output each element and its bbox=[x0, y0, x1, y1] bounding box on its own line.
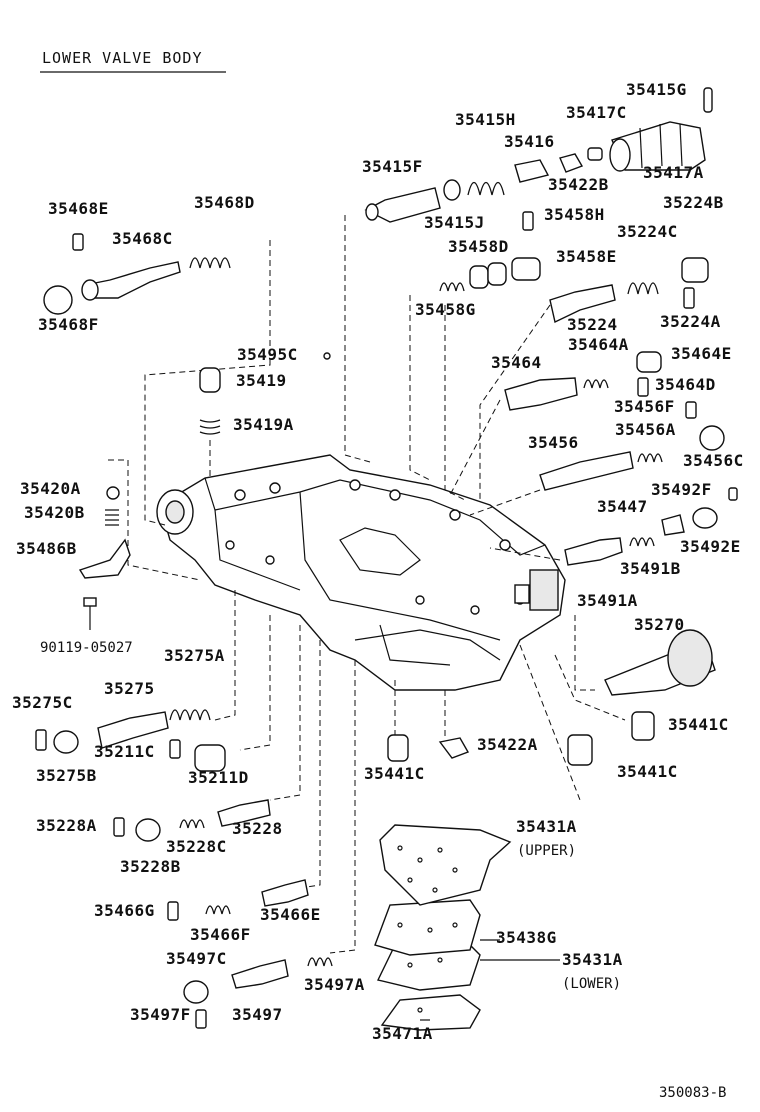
part-label: 35464D bbox=[655, 375, 716, 394]
part-label: 35431A bbox=[516, 817, 577, 836]
part-label: 35458E bbox=[556, 247, 617, 266]
part-label: 35211D bbox=[188, 768, 249, 787]
part-label: 35468D bbox=[194, 193, 255, 212]
part-label: 35491A bbox=[577, 591, 638, 610]
part-label: 35431A bbox=[562, 950, 623, 969]
valve-parts bbox=[35, 87, 738, 1029]
part-label: 35466G bbox=[94, 901, 155, 920]
part-label: 35497 bbox=[232, 1005, 283, 1024]
part-label: 90119-05027 bbox=[40, 640, 133, 656]
part-label: 35466E bbox=[260, 905, 321, 924]
part-label: 35471A bbox=[372, 1024, 433, 1043]
part-label: 35441C bbox=[617, 762, 678, 781]
part-label: 35497C bbox=[166, 949, 227, 968]
part-label: 35415F bbox=[362, 157, 423, 176]
part-label: 35422A bbox=[477, 735, 538, 754]
part-label: 35466F bbox=[190, 925, 251, 944]
separator-plates bbox=[374, 824, 560, 1031]
part-label: 35464 bbox=[491, 353, 542, 372]
part-label: 35464A bbox=[568, 335, 629, 354]
part-label: 35441C bbox=[364, 764, 425, 783]
part-label: 35497F bbox=[130, 1005, 191, 1024]
part-label: 35224A bbox=[660, 312, 721, 331]
part-label: 35420B bbox=[24, 503, 85, 522]
part-label: 35415J bbox=[424, 213, 485, 232]
part-label: 35497A bbox=[304, 975, 365, 994]
part-label: 35417C bbox=[566, 103, 627, 122]
part-label: 35224C bbox=[617, 222, 678, 241]
part-label: 35441C bbox=[668, 715, 729, 734]
part-label: 35416 bbox=[504, 132, 555, 151]
part-label: 35211C bbox=[94, 742, 155, 761]
part-label: 35456C bbox=[683, 451, 744, 470]
part-label: 35492F bbox=[651, 480, 712, 499]
part-label: 35228C bbox=[166, 837, 227, 856]
part-label: 35456F bbox=[614, 397, 675, 416]
part-label: 35458G bbox=[415, 300, 476, 319]
part-label: 35275C bbox=[12, 693, 73, 712]
part-label: 35438G bbox=[496, 928, 557, 947]
part-label: 35228A bbox=[36, 816, 97, 835]
part-label: 35419 bbox=[236, 371, 287, 390]
part-label: 35224 bbox=[567, 315, 618, 334]
part-labels: 35415G 35417C 35415H 35416 35417A 35422B… bbox=[12, 80, 744, 1043]
part-label: 35228 bbox=[232, 819, 283, 838]
part-label: 35417A bbox=[643, 163, 704, 182]
part-label: 35422B bbox=[548, 175, 609, 194]
part-label: 35458H bbox=[544, 205, 605, 224]
part-label: 35456A bbox=[615, 420, 676, 439]
figure-code: 350083-B bbox=[659, 1085, 726, 1101]
part-label: 35491B bbox=[620, 559, 681, 578]
lower-note: (LOWER) bbox=[562, 976, 621, 992]
part-label: 35224B bbox=[663, 193, 724, 212]
part-label: 35270 bbox=[634, 615, 685, 634]
part-label: 35420A bbox=[20, 479, 81, 498]
part-label: 35468C bbox=[112, 229, 173, 248]
part-label: 35275B bbox=[36, 766, 97, 785]
part-label: 35275 bbox=[104, 679, 155, 698]
part-label: 35419A bbox=[233, 415, 294, 434]
dashed-leaders bbox=[108, 215, 626, 954]
diagram-title: LOWER VALVE BODY bbox=[42, 49, 203, 67]
part-label: 35464E bbox=[671, 344, 732, 363]
part-label: 35275A bbox=[164, 646, 225, 665]
part-label: 35492E bbox=[680, 537, 741, 556]
part-label: 35447 bbox=[597, 497, 648, 516]
part-label: 35486B bbox=[16, 539, 77, 558]
part-label: 35415G bbox=[626, 80, 687, 99]
part-label: 35228B bbox=[120, 857, 181, 876]
part-label: 35468E bbox=[48, 199, 109, 218]
part-label: 35468F bbox=[38, 315, 99, 334]
part-label: 35415H bbox=[455, 110, 516, 129]
upper-note: (UPPER) bbox=[517, 843, 576, 859]
part-label: 35495C bbox=[237, 345, 298, 364]
part-label: 35456 bbox=[528, 433, 579, 452]
valve-body-casting bbox=[156, 454, 566, 691]
part-label: 35458D bbox=[448, 237, 509, 256]
